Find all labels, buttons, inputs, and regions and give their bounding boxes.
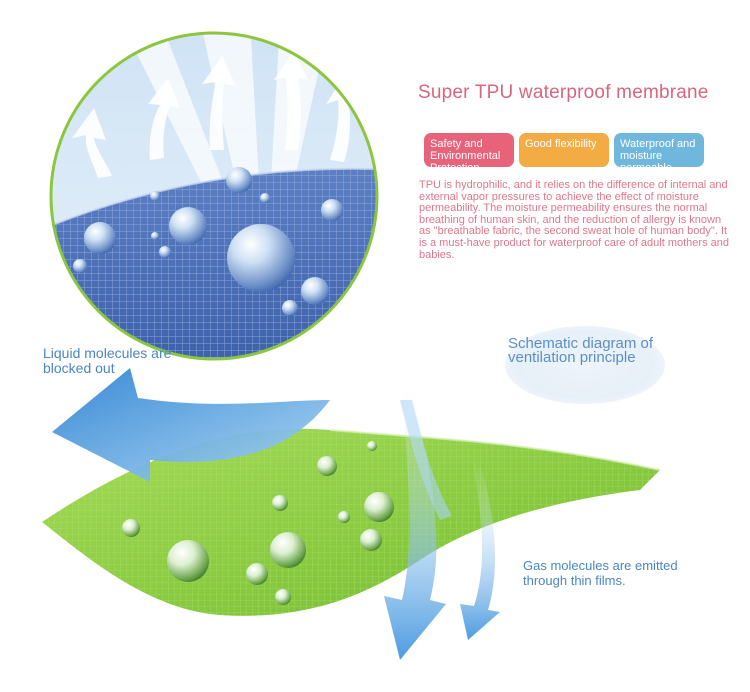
badge-safety: Safety and Environmental Protection: [424, 133, 514, 174]
schematic-label: Schematic diagram of ventilation princip…: [508, 335, 654, 366]
page-title: Super TPU waterproof membrane: [418, 82, 709, 103]
green-membrane: [42, 428, 661, 616]
schematic-bubble: [505, 326, 665, 404]
water-droplet-icon: [122, 441, 394, 605]
water-droplet-icon: [73, 167, 343, 316]
badge-flexibility: Good flexibility: [519, 133, 609, 167]
up-arrow-icon: [72, 50, 358, 178]
badge-waterproof: Waterproof and moisture permeable: [614, 133, 704, 174]
liquid-blocked-label: Liquid molecules are blocked out: [43, 345, 172, 376]
blocked-arrow-icon: [52, 368, 330, 482]
magnified-membrane-circle: [49, 31, 379, 361]
down-arrow-icon: [384, 372, 500, 660]
gas-emitted-label: Gas molecules are emitted through thin f…: [523, 558, 678, 588]
description-text: TPU is hydrophilic, and it relies on the…: [419, 179, 729, 261]
